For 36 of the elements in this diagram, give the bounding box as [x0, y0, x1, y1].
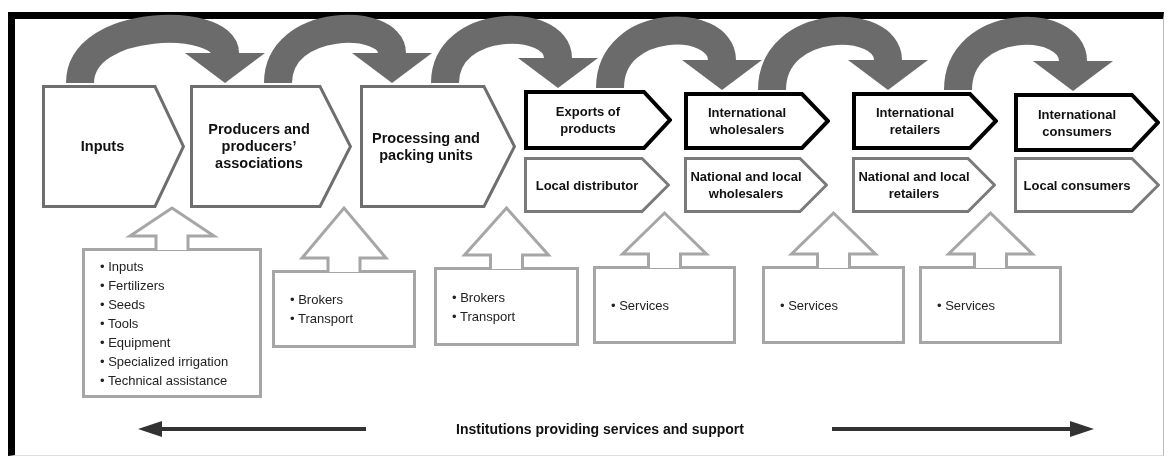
block-arrow	[618, 210, 711, 270]
bullet-item: • Equipment	[100, 333, 172, 352]
stage-label: Exports of products	[554, 103, 622, 137]
block-arrow	[461, 205, 552, 271]
bullet-item: • Specialized irrigation	[100, 352, 230, 371]
bullet-item: • Services	[937, 296, 996, 315]
stage-label: Producers and producers’ associations	[207, 121, 311, 172]
bullet-item: • Inputs	[100, 257, 145, 276]
bullet-item: • Brokers	[452, 288, 506, 307]
curved-arrow	[596, 16, 762, 90]
stage-label: National and local retailers	[857, 168, 971, 202]
stage-label: International retailers	[875, 104, 955, 138]
stage-label: International wholesalers	[707, 104, 787, 138]
stage-label: Local consumers	[1023, 176, 1131, 194]
bullet-item: • Fertilizers	[100, 276, 166, 295]
block-arrow	[787, 210, 880, 270]
bullet-item: • Transport	[452, 307, 517, 326]
stage-label: Processing and packing units	[371, 129, 481, 164]
curved-arrow	[66, 14, 263, 86]
bullet-item: • Tools	[100, 314, 140, 333]
block-arrow	[944, 210, 1037, 270]
bullet-item: • Seeds	[100, 295, 147, 314]
bullet-item: • Brokers	[290, 291, 344, 309]
curved-arrow	[944, 17, 1113, 92]
bullet-item: • Services	[780, 296, 839, 315]
axis-caption: Institutions providing services and support	[455, 420, 745, 439]
block-arrow	[298, 205, 390, 274]
block-arrow	[125, 206, 219, 252]
stage-label: Local distributor	[535, 176, 639, 194]
stage-label: National and local wholesalers	[689, 168, 803, 202]
bullet-item: • Transport	[290, 310, 355, 328]
bullet-item: • Services	[611, 296, 670, 315]
bullet-item: • Technical assistance	[100, 371, 229, 390]
stage-label: Inputs	[80, 138, 125, 155]
curved-arrow	[264, 14, 431, 86]
stage-label: International consumers	[1037, 105, 1117, 140]
